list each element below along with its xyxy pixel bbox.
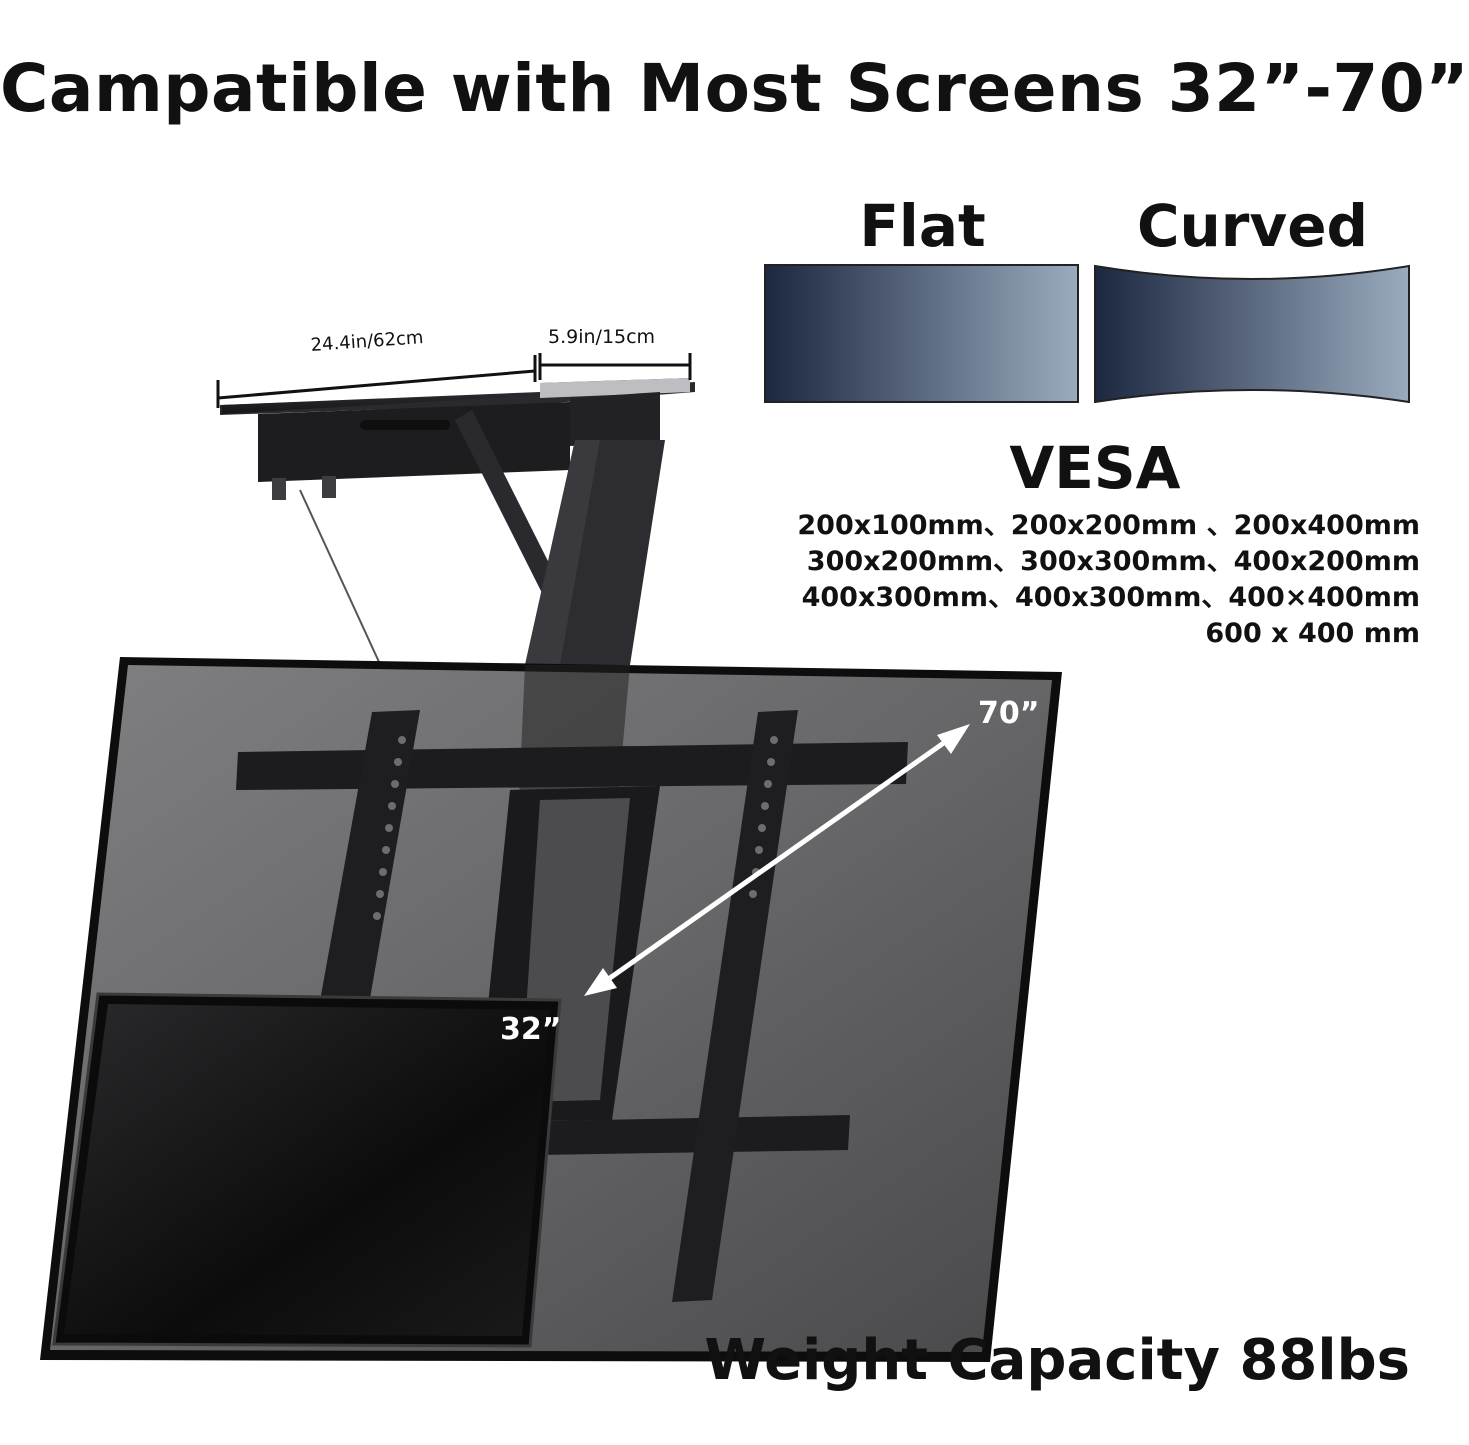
vesa-title: VESA [1009, 434, 1181, 502]
curved-screen-label: Curved [1136, 192, 1369, 260]
width-dimension-line [217, 369, 536, 400]
vesa-list: 200x100mm、200x200mm 、200x400mm 300x200mm… [700, 508, 1420, 652]
vesa-row: 400x300mm、400x300mm、400×400mm [801, 582, 1420, 613]
size-range-arrow [598, 732, 957, 988]
flat-screen-swatch [764, 264, 1079, 403]
curved-screen-swatch [1094, 264, 1410, 404]
vesa-row: 200x100mm、200x200mm 、200x400mm [797, 510, 1420, 541]
small-screen-size-label: 32” [500, 1012, 562, 1047]
right-vertical-arm [672, 710, 798, 1302]
small-tv-screen [64, 1004, 550, 1336]
large-screen-size-label: 70” [978, 696, 1040, 731]
depth-dimension-label: 5.9in/15cm [548, 326, 656, 348]
flat-screen-label: Flat [859, 192, 986, 260]
support-strut [455, 410, 560, 595]
weight-capacity: Weight Capacity 88lbs [704, 1328, 1410, 1393]
vesa-row: 600 x 400 mm [1205, 618, 1420, 649]
vesa-row: 300x200mm、300x300mm、400x200mm [806, 546, 1420, 577]
headline: Campatible with Most Screens 32”-70” [0, 50, 1469, 127]
